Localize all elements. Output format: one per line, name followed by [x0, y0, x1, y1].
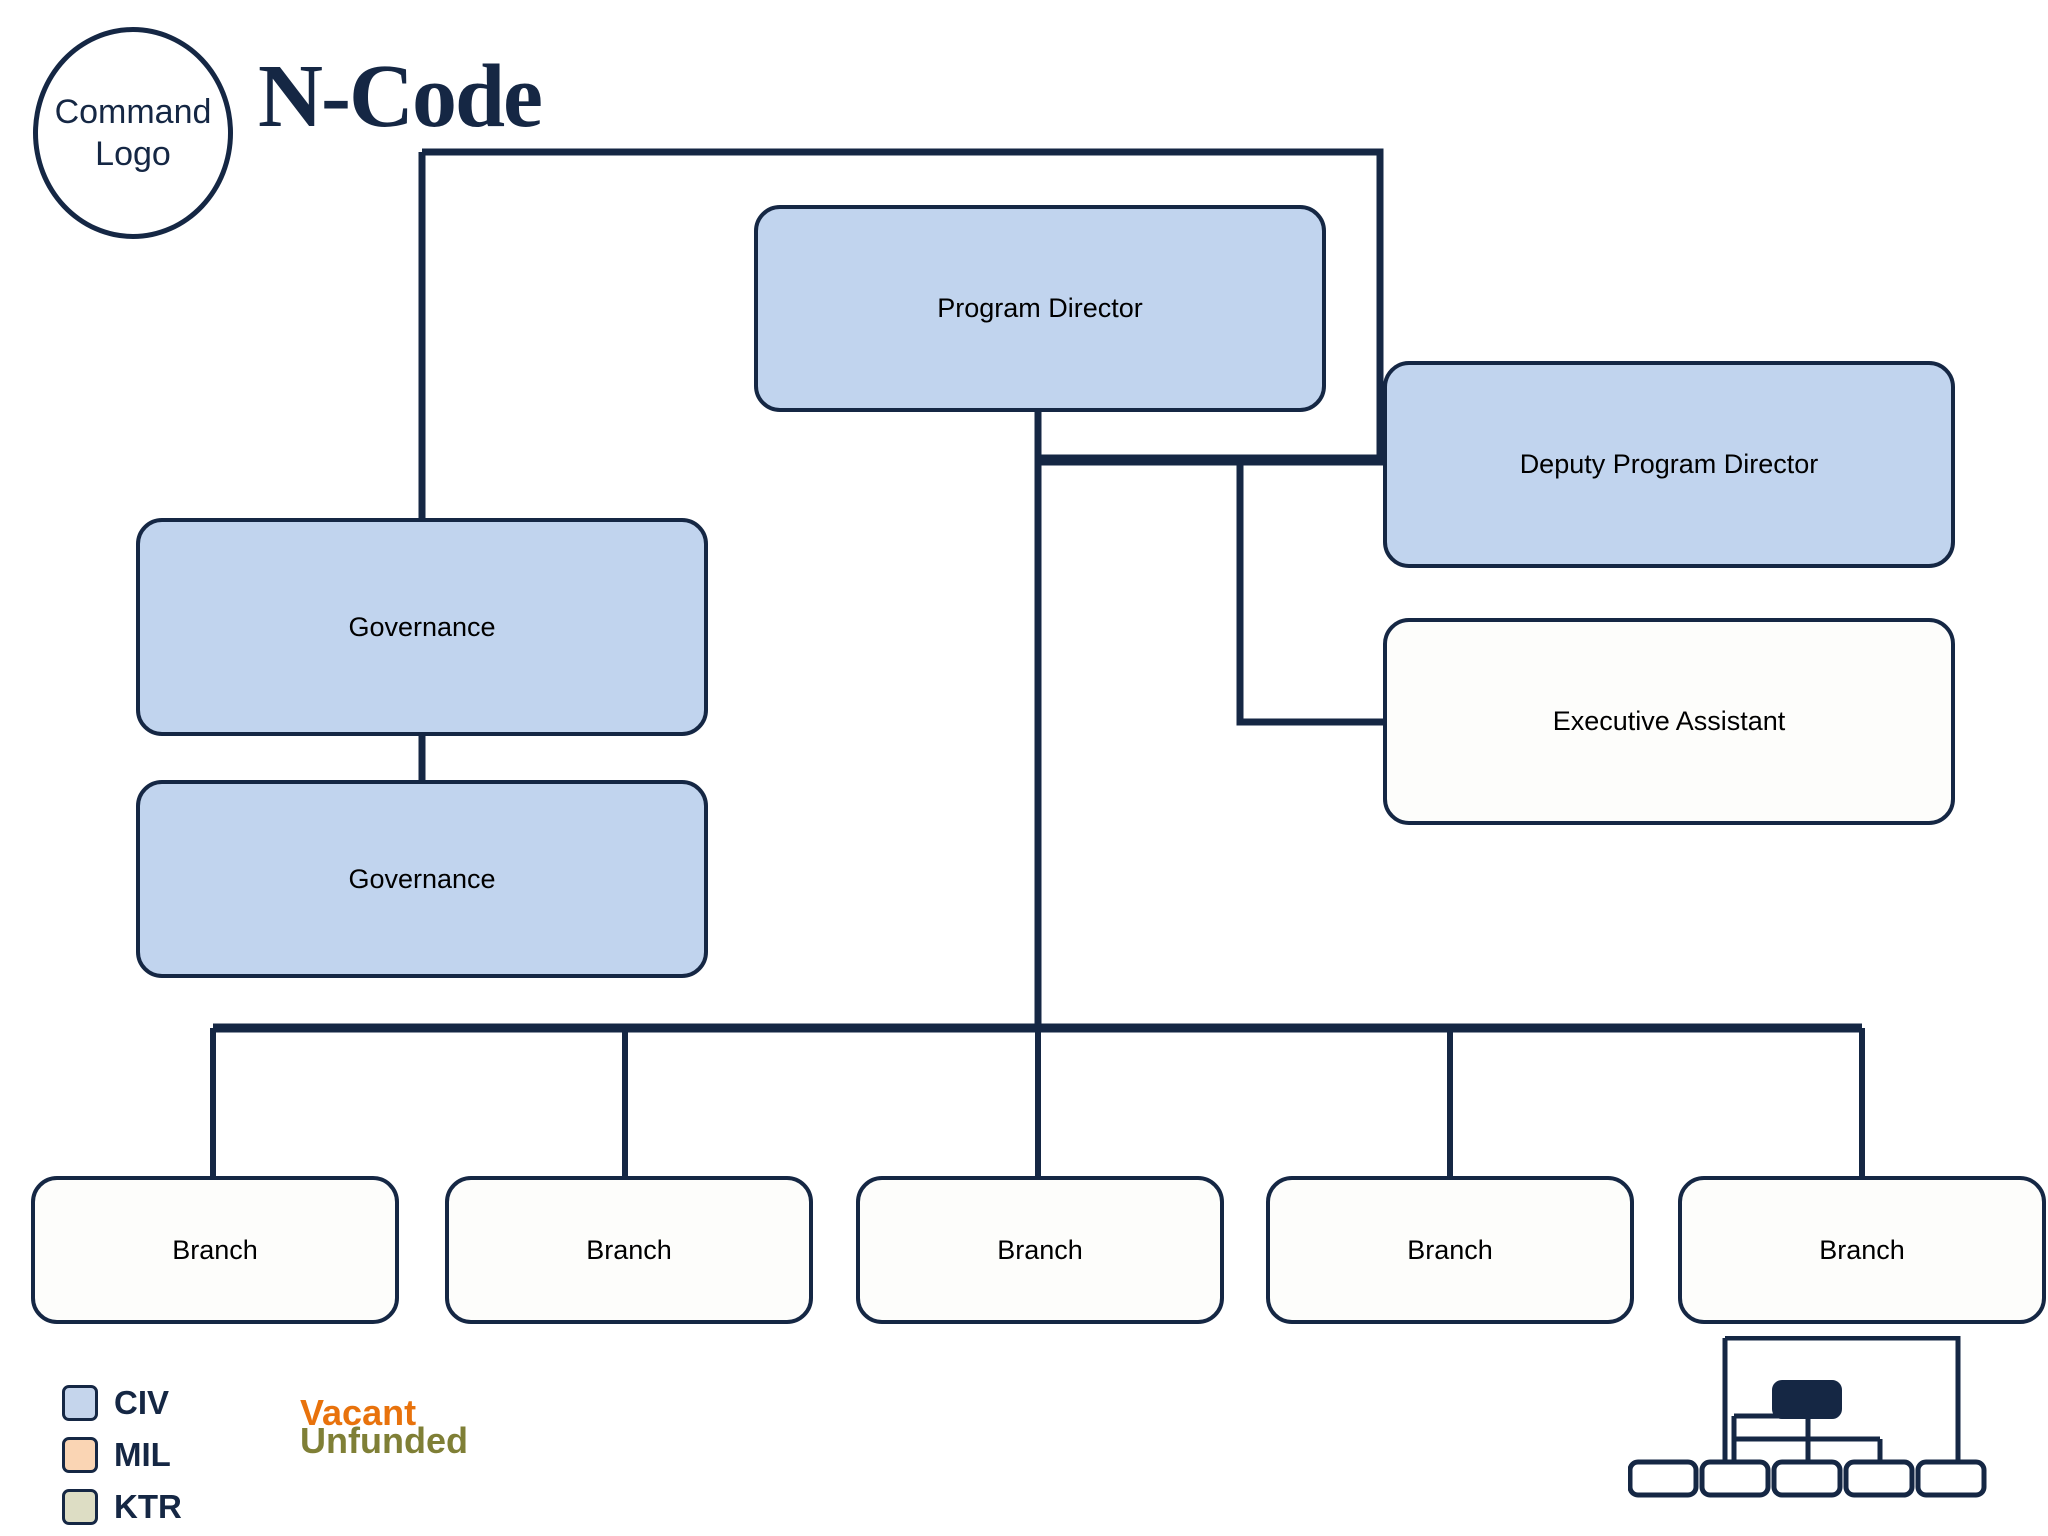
thumb-node-2	[1699, 1459, 1771, 1498]
node-branch-1[interactable]: Branch	[31, 1176, 399, 1324]
legend-item-mil: MIL	[62, 1430, 182, 1480]
thumb-node-5	[1915, 1459, 1987, 1498]
node-governance-2[interactable]: Governance	[136, 780, 708, 978]
node-branch-2-label: Branch	[586, 1234, 672, 1265]
node-deputy-program-director[interactable]: Deputy Program Director	[1383, 361, 1955, 568]
command-logo-line1: Command	[54, 92, 212, 131]
legend-swatch-civ	[62, 1385, 98, 1421]
node-executive-assistant-label: Executive Assistant	[1552, 706, 1786, 736]
legend-item-ktr: KTR	[62, 1482, 182, 1532]
legend-status-vacant: Vacant	[300, 1392, 417, 1433]
legend-swatch-column: CIV MIL KTR	[62, 1378, 182, 1534]
node-branch-4-label: Branch	[1407, 1234, 1493, 1265]
page-title: N-Code	[258, 47, 543, 146]
node-executive-assistant[interactable]: Executive Assistant	[1383, 618, 1955, 825]
thumb-node-root	[1772, 1380, 1842, 1419]
node-branch-1-label: Branch	[172, 1234, 258, 1265]
rail-exec-assistant	[1236, 460, 1383, 726]
legend-item-civ: CIV	[62, 1378, 182, 1428]
node-program-director-label: Program Director	[937, 293, 1143, 323]
node-branch-3[interactable]: Branch	[856, 1176, 1224, 1324]
thumb-node-3	[1771, 1459, 1843, 1498]
node-governance-2-label: Governance	[348, 863, 496, 894]
legend-swatch-ktr	[62, 1489, 98, 1525]
node-branch-2[interactable]: Branch	[445, 1176, 813, 1324]
legend-label-mil: MIL	[114, 1436, 171, 1473]
thumb-node-1	[1628, 1459, 1699, 1498]
legend-swatch-mil	[62, 1437, 98, 1473]
legend-label-civ: CIV	[114, 1384, 170, 1421]
node-branch-5-label: Branch	[1819, 1234, 1905, 1265]
node-branch-3-label: Branch	[997, 1234, 1083, 1265]
node-branch-4[interactable]: Branch	[1266, 1176, 1634, 1324]
node-governance-1[interactable]: Governance	[136, 518, 708, 736]
legend-status-column: Vacant Unfunded	[300, 1392, 480, 1462]
command-logo-line2: Logo	[95, 135, 171, 173]
thumb-node-4	[1843, 1459, 1915, 1498]
node-program-director[interactable]: Program Director	[754, 205, 1326, 412]
command-logo: Command Logo	[33, 27, 233, 239]
command-logo-text: Command Logo	[55, 91, 212, 176]
rail-top-right	[422, 148, 1384, 460]
legend-label-ktr: KTR	[114, 1488, 182, 1525]
thumb-rail-outer	[1725, 1336, 1961, 1464]
node-branch-5[interactable]: Branch	[1678, 1176, 2046, 1324]
thumbnail-org-chart-icon	[1628, 1336, 1987, 1498]
node-governance-1-label: Governance	[348, 611, 496, 642]
node-deputy-program-director-label: Deputy Program Director	[1519, 449, 1819, 479]
legend-status-unfunded: Unfunded	[300, 1420, 468, 1462]
